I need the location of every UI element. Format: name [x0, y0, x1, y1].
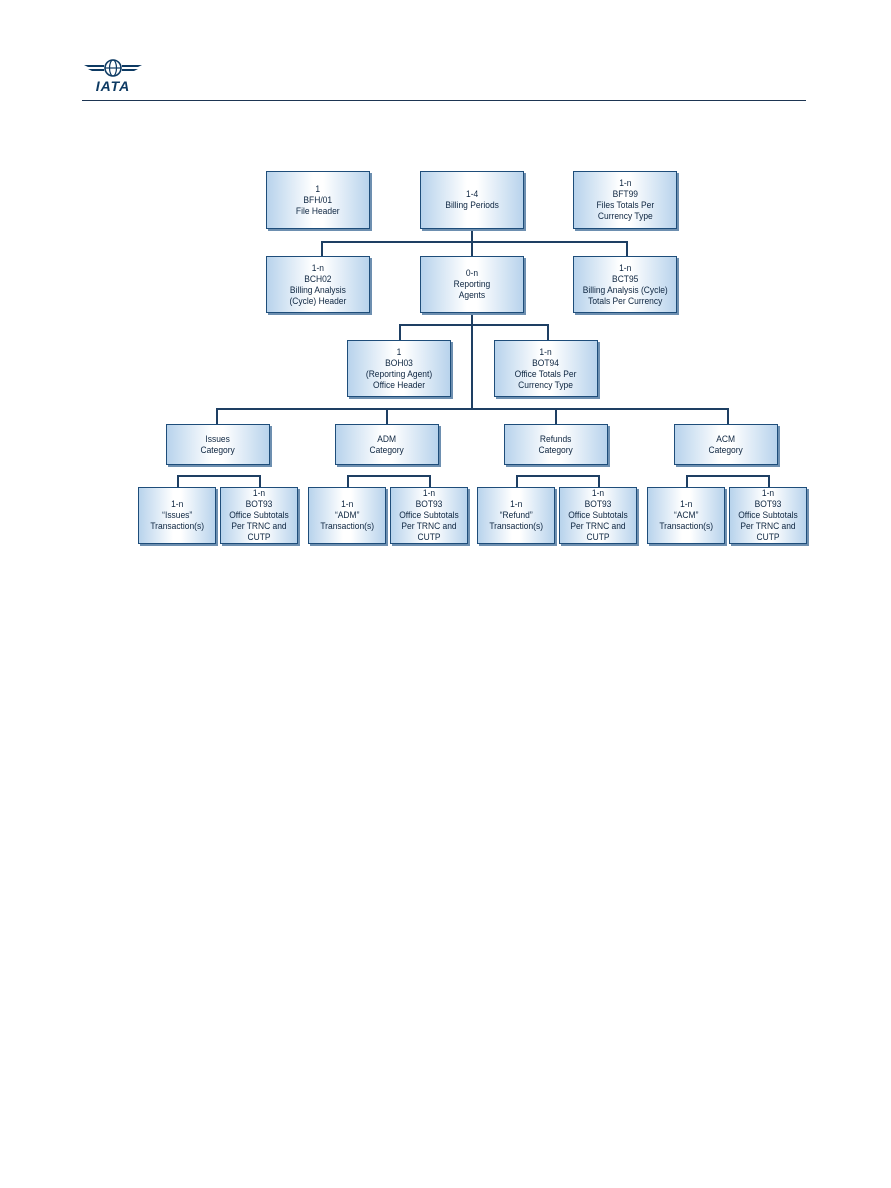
- bft99-files-totals-box: 1-n BFT99 Files Totals Per Currency Type: [573, 171, 677, 229]
- connector-line: [516, 475, 600, 477]
- box-label: Refunds Category: [538, 433, 574, 455]
- connector-line: [177, 475, 261, 477]
- boh03-office-header-box: 1 BOH03 (Reporting Agent) Office Header: [347, 340, 451, 397]
- box-label: 1-n “ADM” Transaction(s): [320, 499, 374, 531]
- box-label: 1-n BOT93 Office Subtotals Per TRNC and …: [738, 488, 798, 542]
- reporting-agents-box: 0-n Reporting Agents: [420, 256, 524, 313]
- logo-text: IATA: [95, 78, 131, 94]
- box-label: 1-n “ACM” Transaction(s): [659, 499, 713, 531]
- record-structure-diagram: 1 BFH/01 File Header 1-4 Billing Periods…: [138, 171, 807, 544]
- box-label: Issues Category: [200, 433, 236, 455]
- adm-bot93-subtotals-box: 1-n BOT93 Office Subtotals Per TRNC and …: [390, 487, 468, 544]
- connector-line: [516, 475, 518, 487]
- bct95-billing-analysis-totals-box: 1-n BCT95 Billing Analysis (Cycle) Total…: [573, 256, 677, 313]
- connector-line: [347, 475, 431, 477]
- adm-transactions-box: 1-n “ADM” Transaction(s): [308, 487, 386, 544]
- globe-wings-icon: [84, 59, 142, 77]
- bch02-billing-analysis-header-box: 1-n BCH02 Billing Analysis (Cycle) Heade…: [266, 256, 370, 313]
- connector-line: [768, 475, 770, 487]
- box-label: 1 BFH/01 File Header: [296, 183, 340, 216]
- connector-line: [399, 324, 401, 340]
- connector-line: [216, 408, 218, 424]
- bot94-office-totals-box: 1-n BOT94 Office Totals Per Currency Typ…: [494, 340, 598, 397]
- connector-line: [259, 475, 261, 487]
- iata-logo: IATA: [82, 56, 144, 96]
- box-label: 1-n “Issues” Transaction(s): [150, 499, 204, 531]
- connector-line: [429, 475, 431, 487]
- bfh01-file-header-box: 1 BFH/01 File Header: [266, 171, 370, 229]
- box-label: 1-4 Billing Periods: [445, 189, 499, 210]
- adm-category-box: ADM Category: [335, 424, 439, 465]
- connector-line: [547, 324, 549, 340]
- connector-line: [321, 241, 628, 243]
- header-divider: [82, 100, 806, 101]
- acm-transactions-box: 1-n “ACM” Transaction(s): [647, 487, 725, 544]
- refund-transactions-box: 1-n “Refund” Transaction(s): [477, 487, 555, 544]
- refund-bot93-subtotals-box: 1-n BOT93 Office Subtotals Per TRNC and …: [559, 487, 637, 544]
- connector-line: [177, 475, 179, 487]
- billing-periods-box: 1-4 Billing Periods: [420, 171, 524, 229]
- box-label: 1-n BFT99 Files Totals Per Currency Type: [596, 178, 654, 221]
- issues-category-box: Issues Category: [166, 424, 270, 465]
- box-label: 0-n Reporting Agents: [453, 268, 491, 300]
- connector-line: [598, 475, 600, 487]
- box-label: 1-n “Refund” Transaction(s): [489, 499, 543, 531]
- connector-line: [399, 324, 549, 326]
- connector-line: [321, 241, 323, 256]
- connector-line: [386, 408, 388, 424]
- connector-line: [471, 229, 473, 409]
- connector-line: [626, 241, 628, 256]
- connector-line: [727, 408, 729, 424]
- refunds-category-box: Refunds Category: [504, 424, 608, 465]
- issues-bot93-subtotals-box: 1-n BOT93 Office Subtotals Per TRNC and …: [220, 487, 298, 544]
- box-label: ADM Category: [369, 433, 405, 455]
- box-label: 1-n BOT94 Office Totals Per Currency Typ…: [515, 346, 577, 390]
- box-label: 1-n BOT93 Office Subtotals Per TRNC and …: [399, 488, 459, 542]
- connector-line: [347, 475, 349, 487]
- issues-transactions-box: 1-n “Issues” Transaction(s): [138, 487, 216, 544]
- box-label: 1 BOH03 (Reporting Agent) Office Header: [365, 346, 433, 390]
- acm-category-box: ACM Category: [674, 424, 778, 465]
- connector-line: [555, 408, 557, 424]
- box-label: 1-n BOT93 Office Subtotals Per TRNC and …: [568, 488, 628, 542]
- connector-line: [686, 475, 770, 477]
- box-label: 1-n BCT95 Billing Analysis (Cycle) Total…: [582, 262, 668, 306]
- acm-bot93-subtotals-box: 1-n BOT93 Office Subtotals Per TRNC and …: [729, 487, 807, 544]
- box-label: 1-n BCH02 Billing Analysis (Cycle) Heade…: [289, 262, 347, 306]
- box-label: 1-n BOT93 Office Subtotals Per TRNC and …: [229, 488, 289, 542]
- connector-line: [216, 408, 729, 410]
- connector-line: [686, 475, 688, 487]
- box-label: ACM Category: [708, 433, 744, 455]
